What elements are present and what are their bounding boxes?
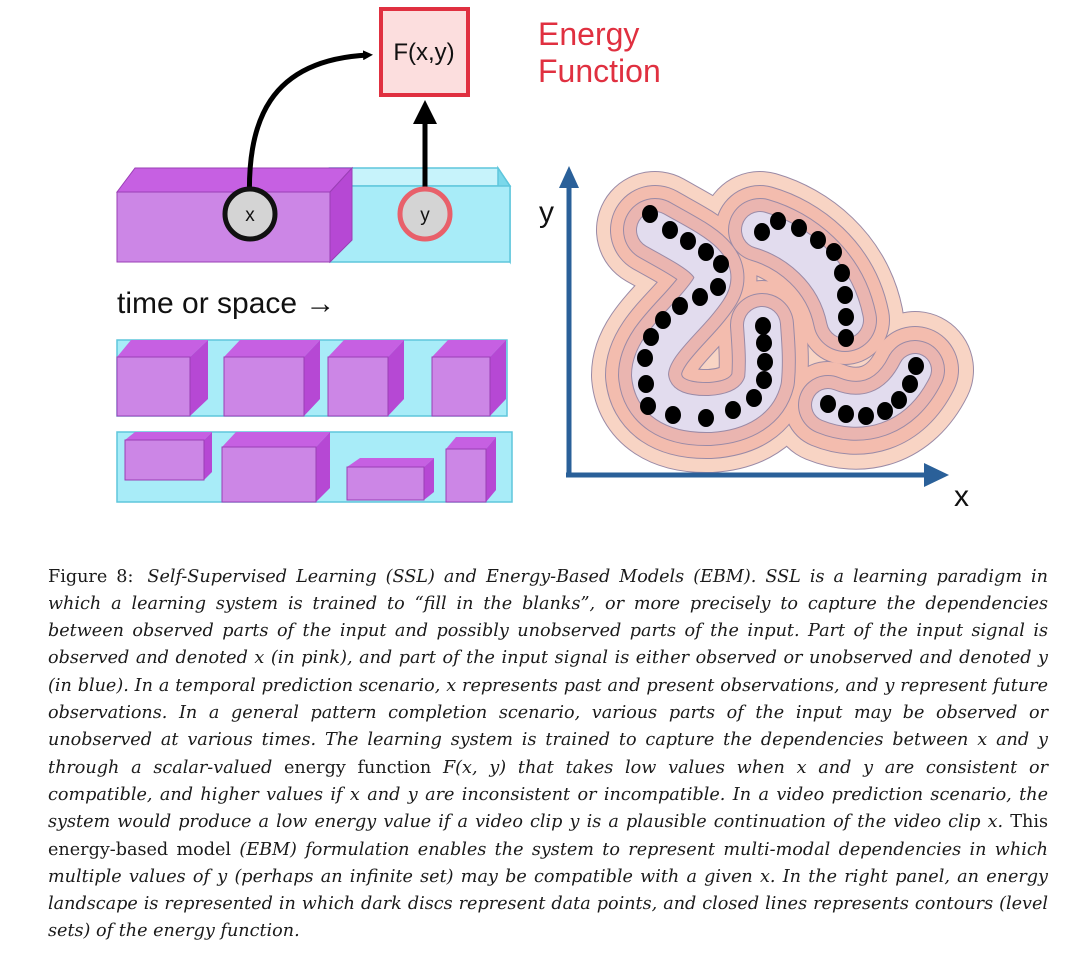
data-point [755,317,771,335]
data-point [902,375,918,393]
data-point [692,288,708,306]
figure-number: Figure 8: [48,566,134,587]
data-point [810,231,826,249]
x-to-function-arrow [246,50,373,211]
data-point [680,232,696,250]
data-points [637,205,924,427]
data-point [756,334,772,352]
caption-text-4: This energy-based model [48,812,1049,860]
data-point [698,243,714,261]
time-or-space-label: time or space → [117,287,335,320]
ssl-ebm-figure: x y F(x,y) Energy Function time or space… [116,7,974,513]
data-point [638,375,654,393]
contour-level-4 [631,211,932,434]
block [327,340,404,417]
data-point [756,371,772,389]
data-point [643,328,659,346]
block [221,432,330,503]
energy-function-box: F(x,y) [379,7,470,97]
data-point [725,401,741,419]
block [346,458,434,501]
data-point [757,353,773,371]
data-point [665,406,681,424]
data-point [662,221,678,239]
data-point [642,205,658,223]
x-node-label: x [245,205,255,226]
data-point [826,243,842,261]
function-box-label: F(x,y) [393,39,454,66]
caption-text-1: Self-Supervised Learning (SSL) and Energ… [48,566,1048,778]
data-point [838,405,854,423]
energy-title-line1: Energy [538,16,639,52]
x-axis-label: x [954,480,969,513]
data-point [791,219,807,237]
y-node: y [397,186,453,242]
data-point [672,297,688,315]
data-point [858,407,874,425]
data-point [820,395,836,413]
data-point [770,212,786,230]
top-sequence-bar [116,165,512,265]
y-axis-label: y [539,196,554,229]
figure-caption: Figure 8:Self-Supervised Learning (SSL) … [48,564,1048,946]
data-point [655,311,671,329]
data-point [837,286,853,304]
energy-landscape [591,171,974,473]
data-point [838,329,854,347]
data-point [834,264,850,282]
middle-sequence-bar [116,339,508,417]
block [116,340,208,417]
energy-title-line2: Function [538,53,661,89]
block [124,432,212,481]
data-point [713,255,729,273]
block [431,340,506,417]
data-point [637,349,653,367]
data-point [698,409,714,427]
data-point [838,308,854,326]
y-node-label: y [420,205,430,226]
data-point [754,223,770,241]
block [445,437,496,503]
landscape-axes: y x [539,166,969,513]
caption-text-2: energy function [284,757,432,778]
caption-text-3: F(x, y) that takes low values when x and… [48,757,1048,833]
data-point [746,389,762,407]
caption-text-5: (EBM) formulation enables the system to … [48,839,1049,942]
bottom-sequence-bar [116,431,513,503]
x-node: x [222,186,278,242]
data-point [877,402,893,420]
block [223,340,320,417]
data-point [891,391,907,409]
data-point [710,278,726,296]
data-point [908,357,924,375]
data-point [640,397,656,415]
